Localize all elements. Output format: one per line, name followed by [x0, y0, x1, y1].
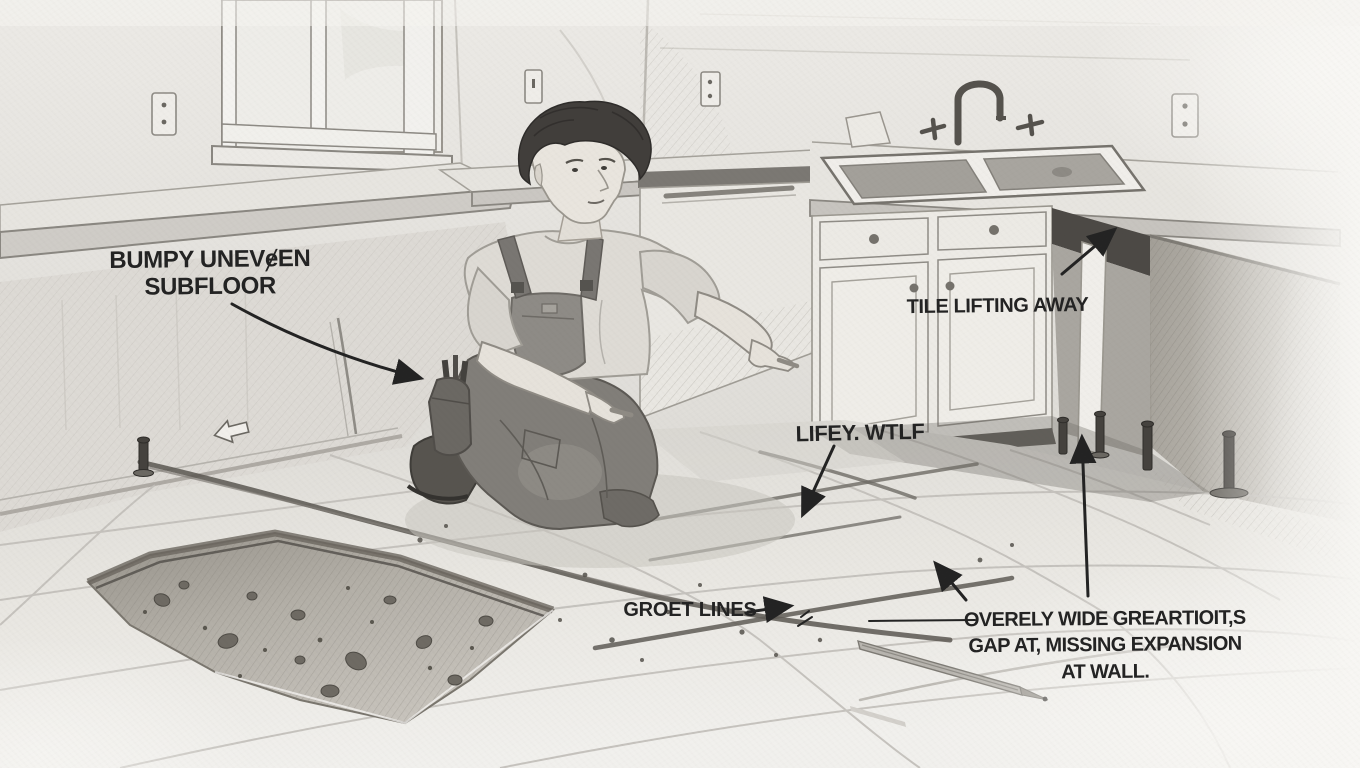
kneeling-tiler-figure	[406, 100, 800, 531]
annotation-line: SUBFLOOR	[144, 272, 277, 301]
annotation-groet-lines: GROET LINES	[615, 599, 765, 622]
annotation-line: TILE LIFTING AWAY	[906, 293, 1089, 319]
annotation-line: BUMPY UNEVɇEN	[109, 244, 311, 275]
arrow-expansion-wall-icon	[1069, 433, 1097, 598]
hollow-left-arrow-icon	[213, 419, 250, 444]
left-counter	[0, 147, 885, 532]
annotation-line: LIFEY. WTLF	[795, 418, 925, 447]
arrow-lifey-icon	[801, 444, 836, 519]
tool-holster	[427, 355, 473, 457]
arrow-wide-gap-icon	[933, 560, 968, 602]
arrow-bumpy-subfloor-icon	[230, 302, 425, 385]
kitchen-sink	[819, 144, 1147, 206]
annotation-wide-gap: OVERELY WIDE GREARTIOIT,S GAP AT, MISSIN…	[960, 605, 1251, 687]
annotation-line: AT WALL.	[1061, 660, 1150, 684]
annotation-tile-lifting: TILE LIFTING AWAY	[880, 294, 1115, 320]
annotation-line: GROET LINES	[623, 599, 757, 621]
exposed-subfloor-patch	[86, 529, 555, 725]
leaning-board	[845, 111, 891, 148]
annotation-line: OVERELY WIDE GREARTIOIT,S	[963, 606, 1246, 632]
arrow-groet-lines-icon	[746, 596, 795, 623]
rubble-rocks	[153, 580, 494, 698]
chevron-mark-icon	[797, 610, 813, 627]
annotation-lifey: LIFEY. WTLF	[790, 419, 931, 448]
faucet	[919, 80, 1045, 146]
annotation-line: GAP AT, MISSING EXPANSION	[968, 633, 1242, 658]
leader-line-wide-gap	[868, 619, 976, 622]
annotation-bumpy-subfloor: BUMPY UNEVɇEN SUBFLOOR	[60, 244, 361, 301]
arrow-tile-lifting-icon	[1060, 227, 1118, 276]
tiled-floor	[0, 410, 1360, 768]
rubble-specks	[143, 586, 474, 678]
